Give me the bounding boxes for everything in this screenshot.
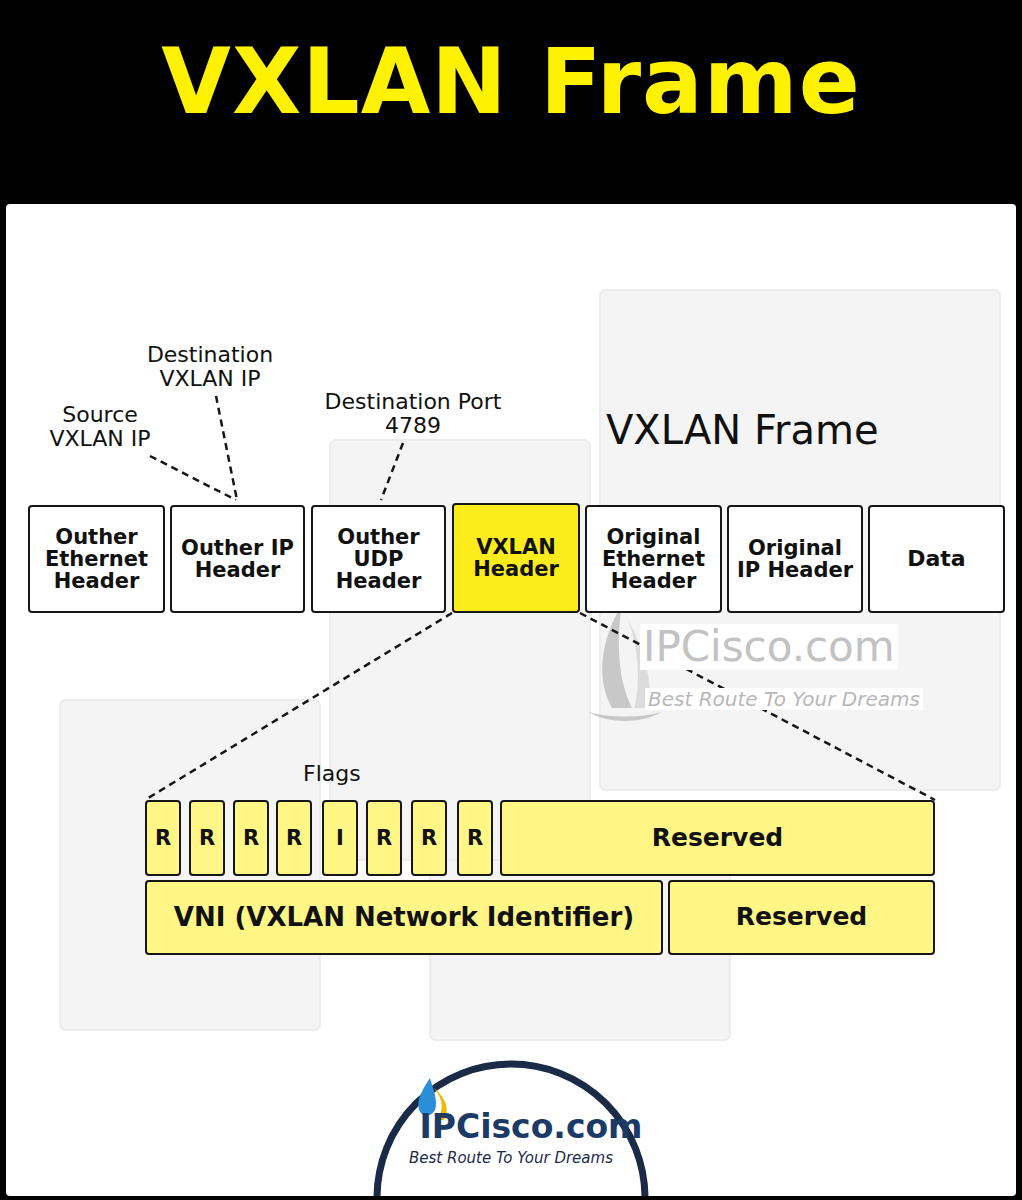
vxlan-header-box: VXLAN Header [452, 503, 580, 613]
title-text: VXLAN Frame [0, 28, 1022, 136]
expansion-connector [580, 613, 935, 800]
callout-label: Destination VXLAN IP [115, 343, 305, 391]
logo-name: IPCisco.com [419, 1110, 642, 1145]
flag-bit-box: R [366, 800, 402, 876]
box-text: Reserved [736, 904, 868, 930]
field-group-label: Flags [303, 762, 361, 786]
box-text: Outher Ethernet Header [35, 526, 158, 592]
faded-switch [60, 700, 320, 1030]
box-text: R [376, 827, 392, 849]
reserved-field: Reserved [500, 800, 935, 876]
sail-wave [588, 712, 662, 721]
logo-tagline: Best Route To Your Dreams [409, 1151, 613, 1167]
header-box: Outher IP Header [170, 505, 305, 613]
flag-bit-box: R [411, 800, 447, 876]
box-text: Original IP Header [734, 537, 856, 581]
box-text: Outher UDP Header [318, 526, 439, 592]
leader-line [150, 456, 236, 500]
subtitle: VXLAN Frame [606, 408, 879, 452]
box-text: VXLAN Header [459, 536, 573, 580]
logo-badge: IPCisco.comBest Route To Your Dreams [370, 1048, 652, 1196]
box-text: R [155, 827, 171, 849]
box-text: R [199, 827, 215, 849]
vni-field: VNI (VXLAN Network Identifier) [145, 880, 663, 955]
header-box: Original IP Header [727, 505, 863, 613]
leader-line [216, 396, 237, 500]
box-text: Reserved [652, 825, 784, 851]
flag-bit-box: R [145, 800, 181, 876]
callout-label: Destination Port 4789 [313, 390, 513, 438]
faded-switch [330, 440, 590, 860]
box-text: I [336, 827, 344, 849]
box-text: R [467, 827, 483, 849]
data-box: Data [868, 505, 1005, 613]
leader-line [381, 443, 403, 500]
faded-switches [60, 290, 1000, 1040]
box-text: R [243, 827, 259, 849]
callout-label: Source VXLAN IP [30, 403, 170, 451]
box-text: R [421, 827, 437, 849]
watermark: IPCisco.com [640, 624, 898, 670]
box-text: Outher IP Header [177, 537, 298, 581]
sail-shape [602, 605, 632, 708]
watermark-tagline: Best Route To Your Dreams [645, 688, 923, 710]
box-text: R [286, 827, 302, 849]
flag-bit-box: R [457, 800, 493, 876]
header-box: Original Ethernet Header [585, 505, 722, 613]
flag-bit-box: R [276, 800, 312, 876]
expansion-connector [145, 613, 452, 800]
flag-bit-box: R [233, 800, 269, 876]
box-text: Original Ethernet Header [592, 526, 715, 592]
header-box: Outher UDP Header [311, 505, 446, 613]
box-text: Data [907, 547, 965, 570]
logo-circle [377, 1064, 645, 1196]
flag-bit-box: I [322, 800, 358, 876]
reserved-field: Reserved [668, 880, 935, 955]
flag-bit-box: R [189, 800, 225, 876]
header-box: Outher Ethernet Header [28, 505, 165, 613]
box-text: VNI (VXLAN Network Identifier) [174, 904, 634, 931]
